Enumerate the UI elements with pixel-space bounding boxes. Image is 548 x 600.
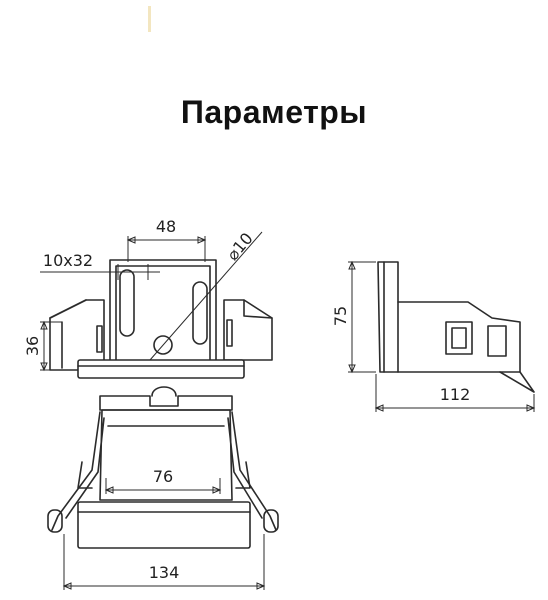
dim-slot-leader — [40, 264, 160, 280]
side-notch — [487, 325, 507, 357]
side-body — [377, 261, 521, 373]
front-left-arm-inner — [65, 417, 105, 519]
side-clip-box — [445, 321, 473, 355]
dim-75-arrows — [348, 260, 356, 374]
side-clip-inner — [451, 327, 467, 349]
dim-76-arrows — [104, 486, 222, 494]
dim-75-label: 75 — [331, 306, 350, 326]
decorative-glint — [148, 6, 151, 32]
dim-112-arrows — [374, 404, 536, 412]
dim-48-label: 48 — [156, 217, 176, 236]
base-strip — [77, 359, 245, 379]
slot-left — [119, 269, 135, 337]
dim-hole-leader — [149, 231, 263, 361]
dim-36-label: 36 — [23, 336, 42, 356]
front-left-clip — [47, 509, 63, 533]
dim-75-lines — [348, 261, 376, 373]
front-view: 76 134 — [47, 386, 279, 590]
dim-112-lines — [375, 374, 535, 412]
dim-48-lines — [127, 236, 206, 262]
side-view: 75 112 — [331, 260, 536, 412]
front-top-loop — [151, 386, 177, 397]
dim-76-label: 76 — [153, 467, 173, 486]
front-right-clip — [263, 509, 279, 533]
front-left-arm — [51, 411, 101, 531]
dim-134-arrows — [62, 582, 266, 590]
front-top-rail — [99, 395, 233, 411]
dim-slot-label: 10x32 — [43, 251, 93, 270]
dim-48-arrows — [126, 236, 207, 244]
front-bottom-box — [77, 501, 251, 549]
left-flange-slot — [96, 325, 103, 353]
dim-112-label: 112 — [440, 385, 471, 404]
slot-right — [192, 281, 208, 345]
page-title: Параметры — [180, 94, 368, 130]
front-right-hook — [235, 461, 251, 489]
side-tab — [499, 371, 535, 393]
front-left-hook — [77, 461, 93, 489]
left-flange-edge — [49, 299, 87, 319]
right-flange-slot — [226, 319, 233, 347]
front-right-arm-inner — [227, 417, 263, 519]
front-right-arm — [231, 411, 277, 531]
dim-76-lines — [105, 478, 221, 494]
hole-circle — [153, 335, 173, 355]
dim-36-arrows — [40, 320, 48, 372]
front-body — [99, 409, 233, 501]
top-view: 48 10x32 ⌀10 36 — [23, 217, 273, 379]
right-flange — [223, 299, 273, 361]
dim-134-lines — [63, 534, 265, 590]
dim-hole-label: ⌀10 — [223, 229, 257, 264]
right-flange-edge — [243, 299, 273, 319]
center-plate — [109, 259, 217, 371]
dim-134-label: 134 — [149, 563, 180, 582]
